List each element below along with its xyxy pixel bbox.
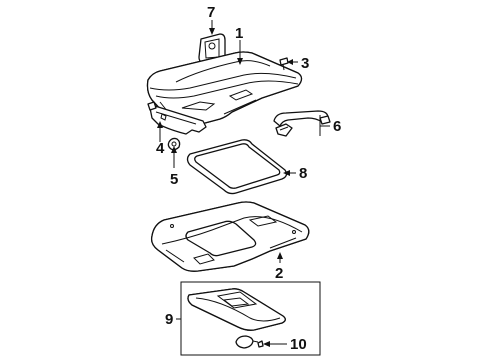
callout-7: 7	[207, 4, 215, 21]
leader-lines	[157, 20, 330, 347]
callout-6: 6	[333, 118, 341, 135]
part-6-assist-grip	[273, 110, 331, 137]
callout-4: 4	[156, 140, 165, 157]
part-1-headliner	[146, 51, 303, 128]
callout-2: 2	[275, 265, 283, 282]
part-9-map-lamp	[187, 288, 286, 331]
part-8-sunroof-seal	[186, 139, 288, 195]
part-5-visor-clip	[167, 137, 181, 151]
part-2-headliner-sunroof	[150, 201, 310, 272]
callout-3: 3	[301, 55, 309, 72]
callout-8: 8	[299, 165, 307, 182]
part-4-sun-visor	[147, 101, 207, 135]
part-10-bulb	[235, 335, 264, 349]
callout-5: 5	[170, 171, 178, 188]
part-3-bolt	[279, 57, 289, 71]
callout-9: 9	[165, 311, 173, 328]
callout-labels: 1 7 3 6 4 5 8 2 9 10	[156, 4, 341, 353]
callout-1: 1	[235, 25, 243, 42]
callout-10: 10	[290, 336, 307, 353]
